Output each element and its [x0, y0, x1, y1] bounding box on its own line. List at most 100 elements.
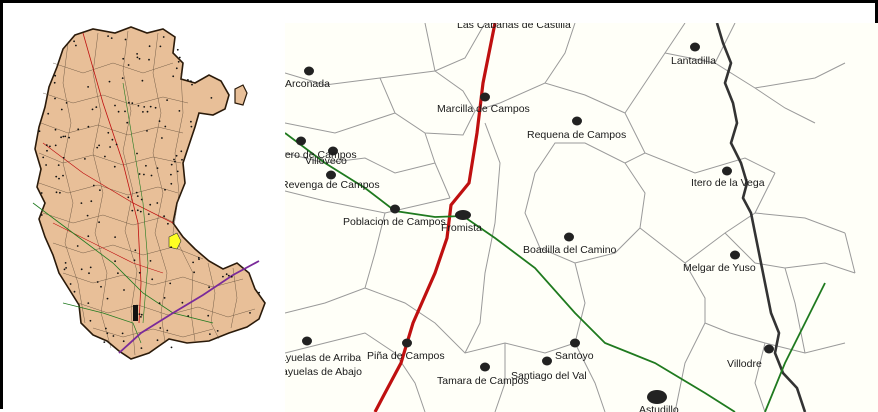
town-marker-payuelas[interactable] — [302, 336, 312, 346]
town-marker-itero-campos[interactable] — [296, 136, 306, 146]
label-requena: Requena de Campos — [527, 129, 626, 141]
overview-town-dot — [55, 175, 58, 178]
overview-town-dot — [115, 143, 118, 146]
overview-town-dot — [159, 45, 162, 48]
overview-town-dot — [96, 146, 99, 149]
detail-map[interactable]: Las Cabanas de Castilla Lantadilla Arcon… — [285, 23, 878, 412]
overview-town-dot — [62, 174, 64, 177]
overview-town-dot — [60, 108, 63, 111]
overview-town-dot — [49, 145, 51, 148]
overview-town-dot — [95, 106, 98, 108]
overview-town-dot — [40, 214, 43, 216]
highlighted-area[interactable] — [168, 232, 182, 250]
overview-town-dot — [181, 301, 184, 304]
province-overview-map[interactable] — [23, 23, 268, 368]
overview-town-dot — [156, 202, 159, 204]
overview-town-dot — [147, 213, 150, 216]
overview-town-dot — [216, 330, 219, 332]
overview-road-junction — [133, 305, 138, 321]
overview-town-dot — [65, 102, 68, 104]
town-marker-villoveco-a[interactable] — [328, 146, 338, 156]
label-boadilla: Boadilla del Camino — [523, 244, 617, 256]
town-marker-poblacion[interactable] — [390, 204, 400, 214]
overview-town-dot — [77, 128, 80, 131]
overview-town-dot — [187, 79, 189, 81]
road-secondary — [285, 132, 736, 412]
overview-town-dot — [127, 196, 130, 199]
overview-town-dot — [114, 104, 116, 107]
label-villoveco: Villoveco — [305, 155, 347, 167]
overview-town-dot — [178, 56, 181, 59]
overview-town-dot — [136, 195, 139, 198]
overview-town-dot — [117, 110, 120, 113]
overview-town-dot — [170, 182, 173, 185]
overview-town-dot — [163, 215, 166, 218]
town-marker-fromista[interactable] — [455, 210, 471, 220]
overview-town-dot — [173, 158, 175, 161]
overview-roads — [32, 32, 260, 354]
overview-town-dot — [210, 97, 213, 99]
overview-town-dot — [151, 278, 154, 281]
overview-town-dot — [98, 221, 100, 224]
label-santiago: Santiago del Val — [511, 370, 587, 382]
overview-town-dot — [107, 131, 110, 134]
town-markers — [296, 42, 774, 404]
town-marker-santoyo-b[interactable] — [542, 356, 552, 366]
overview-town-dot — [105, 327, 107, 330]
overview-town-dot — [177, 60, 180, 63]
overview-town-dot — [124, 38, 127, 41]
overview-town-dot — [180, 150, 183, 153]
overview-town-dot — [162, 36, 165, 38]
label-itero-vega: Itero de la Vega — [691, 177, 765, 189]
town-marker-lantadilla[interactable] — [690, 42, 700, 52]
overview-town-dot — [143, 173, 145, 176]
overview-town-dot — [127, 64, 130, 66]
label-tamara: Tamara de Campos — [437, 375, 529, 387]
overview-town-dot — [140, 198, 143, 201]
label-poblacion: Poblacion de Campos — [343, 216, 446, 228]
overview-town-dot — [73, 290, 76, 293]
town-marker-requena[interactable] — [572, 116, 582, 126]
overview-town-dot — [146, 130, 148, 132]
overview-town-dot — [138, 173, 141, 175]
overview-town-dot — [140, 313, 143, 316]
overview-town-dot — [54, 144, 57, 147]
town-marker-villodre[interactable] — [764, 344, 774, 354]
overview-town-dot — [139, 210, 142, 213]
overview-town-dot — [209, 333, 211, 335]
overview-town-dots — [38, 35, 260, 349]
overview-town-dot — [40, 192, 43, 194]
overview-town-dot — [145, 164, 147, 167]
overview-town-dot — [58, 177, 60, 180]
label-las-cabanas: Las Cabanas de Castilla — [457, 23, 571, 31]
overview-town-dot — [60, 136, 62, 139]
overview-town-dot — [111, 138, 114, 141]
label-payuelas-arriba: Payuelas de Arriba — [285, 352, 361, 364]
label-lantadilla: Lantadilla — [671, 55, 716, 67]
town-marker-tamara[interactable] — [480, 362, 490, 372]
town-marker-pina[interactable] — [402, 338, 412, 348]
town-marker-marcilla[interactable] — [480, 92, 490, 102]
overview-town-dot — [207, 314, 210, 317]
overview-town-dot — [187, 315, 190, 317]
overview-town-dot — [76, 245, 79, 247]
label-villodre: Villodre — [727, 358, 762, 370]
overview-town-dot — [149, 260, 152, 262]
overview-town-dot — [88, 272, 90, 275]
overview-town-dot — [148, 58, 150, 61]
overview-town-dot — [137, 104, 140, 107]
overview-town-dot — [175, 67, 178, 70]
overview-town-dot — [134, 249, 137, 252]
town-marker-itero-vega[interactable] — [722, 166, 732, 176]
overview-town-dot — [80, 202, 83, 205]
overview-town-dot — [96, 281, 99, 283]
overview-town-dot — [69, 283, 72, 285]
town-marker-melgar[interactable] — [730, 250, 740, 260]
town-marker-arconada[interactable] — [304, 66, 314, 76]
overview-town-dot — [114, 260, 116, 263]
overview-town-dot — [193, 271, 196, 274]
town-marker-boadilla[interactable] — [564, 232, 574, 242]
town-marker-revenga[interactable] — [326, 170, 336, 180]
town-marker-santoyo-a[interactable] — [570, 338, 580, 348]
town-marker-astudillo[interactable] — [647, 390, 667, 404]
